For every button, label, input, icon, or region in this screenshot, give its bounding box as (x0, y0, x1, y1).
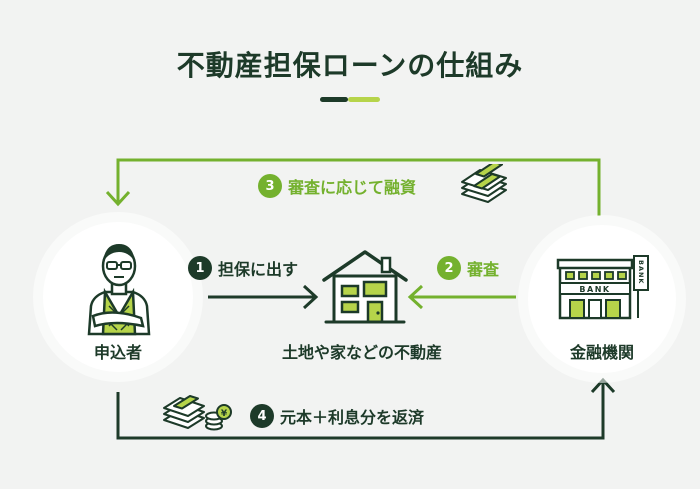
yen-symbol: ¥ (221, 409, 228, 419)
house-icon (322, 250, 408, 324)
arrow-collateral-head (302, 284, 319, 310)
step-1-label: 担保に出す (218, 260, 299, 279)
step-2-review: 2 審査 (437, 256, 499, 280)
step-1-badge: 1 (188, 256, 212, 280)
step-2-label: 審査 (467, 260, 500, 279)
money-stack-icon (461, 164, 507, 203)
title-underline-light (348, 97, 380, 102)
bank-vertical-sign-text: BANK (637, 260, 645, 284)
bank-building-icon: BANK BANK (556, 255, 649, 320)
step-1-collateral: 1 担保に出す (188, 256, 298, 280)
step-2-badge: 2 (437, 256, 461, 280)
bank-label: 金融機関 (569, 343, 634, 362)
arrow-loan (116, 158, 601, 216)
title-underline-dark (320, 97, 348, 102)
collateral-label: 土地や家などの不動産 (281, 343, 442, 362)
step-3-label: 審査に応じて融資 (288, 178, 417, 197)
step-4-badge: 4 (250, 404, 274, 428)
arrow-loan-head (105, 190, 131, 207)
arrow-repay (116, 380, 605, 440)
step-3-badge: 3 (258, 174, 282, 198)
applicant-label: 申込者 (93, 343, 142, 362)
step-3-loan: 3 審査に応じて融資 (258, 174, 416, 198)
money-coins-icon: ¥ (163, 395, 232, 431)
step-4-repay: 4 元本＋利息分を返済 (250, 404, 424, 428)
arrow-repay-head (590, 377, 616, 394)
step-4-label: 元本＋利息分を返済 (280, 408, 425, 427)
elderly-man-icon (87, 244, 151, 336)
arrow-review-head (407, 284, 424, 310)
page-title: 不動産担保ローンの仕組み (176, 49, 524, 82)
bank-sign-text: BANK (579, 285, 610, 294)
